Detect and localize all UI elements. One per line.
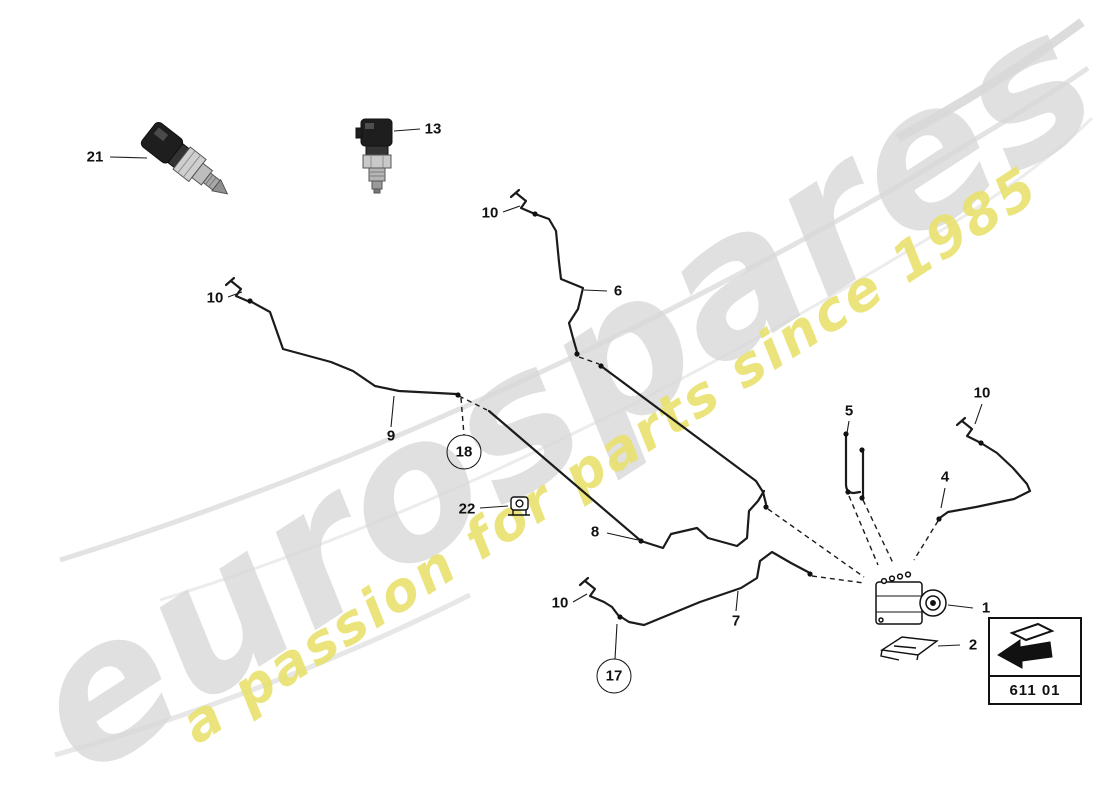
pipe-junction-dots [247, 211, 984, 620]
dashed-links [458, 356, 939, 584]
pipe-fitting-bottom [578, 576, 606, 604]
part-label-7: 7 [731, 612, 741, 630]
part-label-6: 6 [613, 282, 623, 300]
part-label-1: 1 [981, 599, 991, 617]
part-label-17: 17 [596, 658, 632, 694]
part-label-13: 13 [424, 120, 442, 138]
part-label-22: 22 [458, 500, 476, 518]
pipe-diagonal [599, 364, 768, 506]
pipe-fitting-right [955, 416, 983, 445]
pipe-8 [487, 409, 766, 550]
diagram-legend-box: 611 01 [988, 617, 1082, 705]
part-label-10-bottom: 10 [551, 594, 569, 612]
part-label-10-top: 10 [481, 204, 499, 222]
part-label-4: 4 [940, 468, 950, 486]
pipe-6 [533, 212, 585, 354]
pipe-4 [939, 441, 1032, 519]
sensor-21 [140, 121, 229, 195]
sensor-13 [355, 118, 393, 194]
brake-pipes [224, 188, 1032, 627]
part-label-21: 21 [86, 148, 104, 166]
pipe-9 [248, 299, 458, 396]
part-label-5: 5 [844, 402, 854, 420]
leader-lines [109, 128, 983, 660]
pipe-7 [602, 550, 810, 627]
part-label-10-left: 10 [206, 289, 224, 307]
direction-arrow-icon [990, 619, 1080, 677]
part-label-2: 2 [968, 636, 978, 654]
diagram-code: 611 01 [1009, 681, 1061, 699]
pipe-fitting-left [224, 276, 252, 304]
part-label-18: 18 [446, 434, 482, 470]
abs-unit-1 [875, 571, 947, 625]
part-label-10-right: 10 [973, 384, 991, 402]
clamp-22 [508, 496, 530, 516]
bracket-2 [880, 636, 939, 661]
pipe-5 [844, 434, 865, 499]
part-label-8: 8 [590, 523, 600, 541]
pipe-fitting-top [509, 188, 537, 216]
part-label-9: 9 [386, 427, 396, 445]
